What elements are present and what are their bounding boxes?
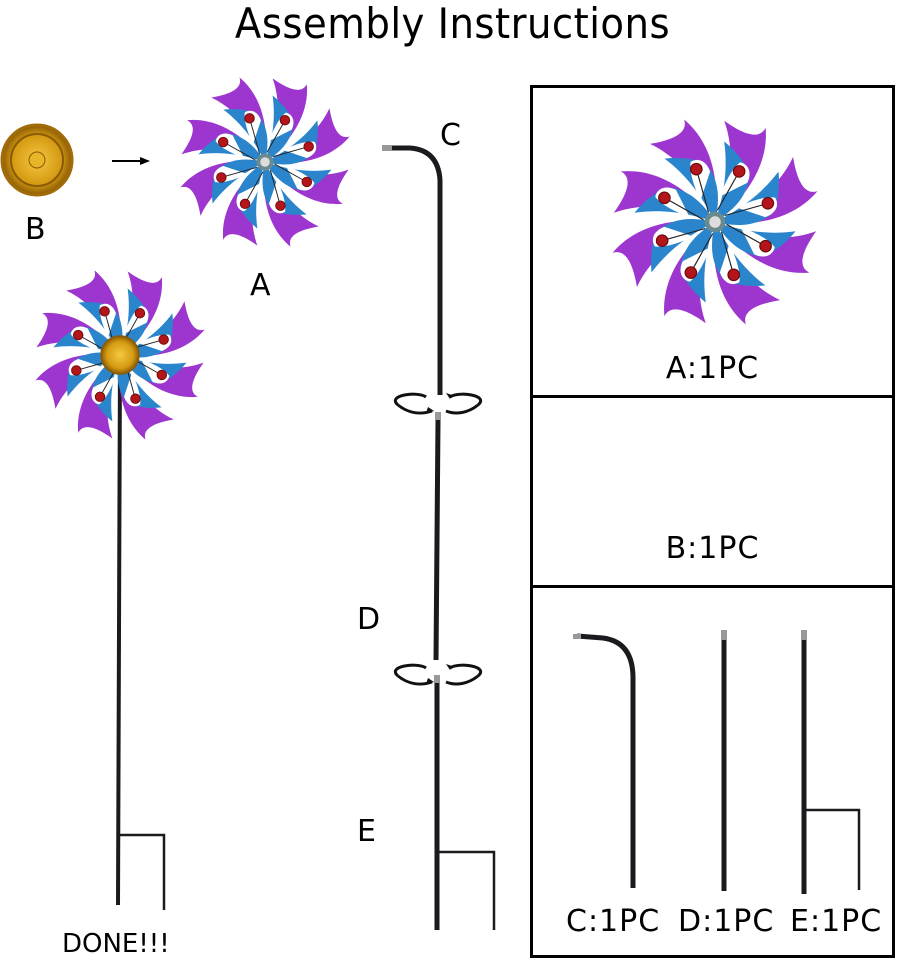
label-a: A — [250, 268, 271, 303]
label-d: D — [357, 602, 381, 637]
part-c-count: C:1PC — [566, 904, 661, 939]
label-e: E — [357, 814, 376, 849]
assembled-pinwheel-image — [30, 265, 210, 910]
parts-list-panel: A:1PC B:1PC C:1PC D:1PC E:1PC — [530, 85, 895, 958]
label-c: C — [440, 118, 461, 153]
label-b: B — [25, 212, 46, 247]
page-title: Assembly Instructions — [234, 0, 671, 48]
part-b-count: B:1PC — [665, 531, 760, 566]
parts-c-d-e-thumbnail — [573, 630, 861, 894]
right-arrow-icon — [112, 157, 150, 165]
divider — [533, 585, 892, 588]
divider — [533, 395, 892, 398]
part-b-cap-image — [0, 123, 74, 197]
part-a-thumbnail — [605, 112, 825, 332]
rod-assembly-image — [382, 145, 496, 930]
part-a-flower-image — [175, 72, 355, 252]
part-e-count: E:1PC — [790, 904, 883, 939]
done-label: DONE!!! — [62, 929, 170, 959]
part-d-count: D:1PC — [678, 904, 775, 939]
part-a-count: A:1PC — [665, 351, 760, 386]
